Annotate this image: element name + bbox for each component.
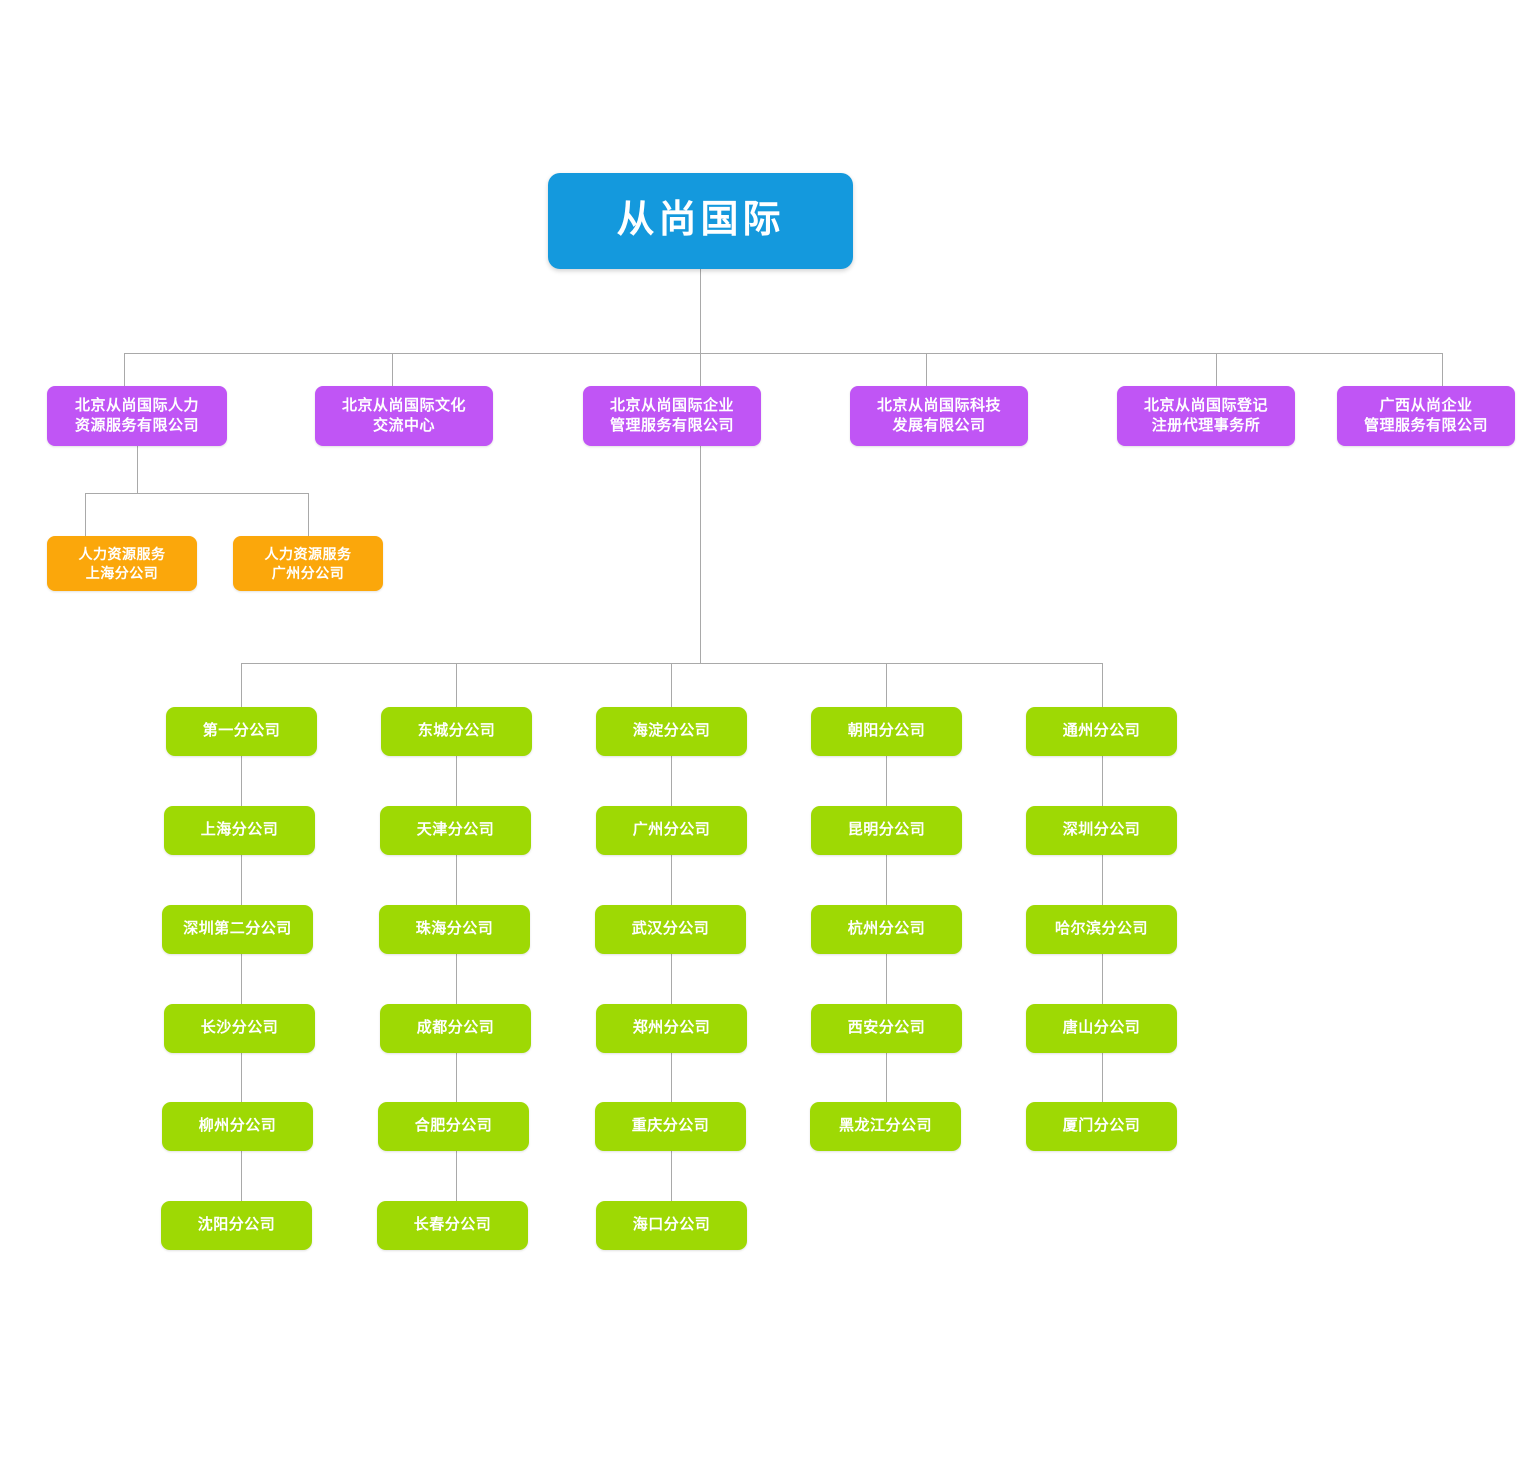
branch-node-c4r2[interactable]: 昆明分公司: [811, 806, 962, 855]
branch-node-c5r3[interactable]: 哈尔滨分公司: [1026, 905, 1177, 954]
branch-node-c3r4[interactable]: 郑州分公司: [596, 1004, 747, 1053]
branch-node-c4r1[interactable]: 朝阳分公司: [811, 707, 962, 756]
branch-node-c1r2[interactable]: 上海分公司: [164, 806, 315, 855]
connector-hr-bus: [85, 493, 309, 494]
branch-node-c5r5[interactable]: 厦门分公司: [1026, 1102, 1177, 1151]
subsidiary-node-1[interactable]: 北京从尚国际人力 资源服务有限公司: [47, 386, 227, 446]
connector-branch-column-2-spine: [456, 663, 457, 1246]
connector-hr-down: [137, 446, 138, 493]
branch-node-c1r1[interactable]: 第一分公司: [166, 707, 317, 756]
subsidiary-node-6[interactable]: 广西从尚企业 管理服务有限公司: [1337, 386, 1515, 446]
connector-hr-branch-2: [308, 493, 309, 536]
branch-node-c3r6[interactable]: 海口分公司: [596, 1201, 747, 1250]
branch-node-c3r2[interactable]: 广州分公司: [596, 806, 747, 855]
connector-root-down: [700, 269, 701, 354]
branch-node-c2r5[interactable]: 合肥分公司: [378, 1102, 529, 1151]
connector-branch-column-3-spine: [671, 663, 672, 1246]
branch-node-c5r1[interactable]: 通州分公司: [1026, 707, 1177, 756]
branch-node-c2r1[interactable]: 东城分公司: [381, 707, 532, 756]
hr-branch-node-2[interactable]: 人力资源服务 广州分公司: [233, 536, 383, 591]
connector-mgmt-down: [700, 446, 701, 663]
branch-node-c1r6[interactable]: 沈阳分公司: [161, 1201, 312, 1250]
hr-branch-node-1[interactable]: 人力资源服务 上海分公司: [47, 536, 197, 591]
branch-node-c2r2[interactable]: 天津分公司: [380, 806, 531, 855]
subsidiary-node-2[interactable]: 北京从尚国际文化 交流中心: [315, 386, 493, 446]
connector-hr-branch-1: [85, 493, 86, 536]
branch-node-c2r3[interactable]: 珠海分公司: [379, 905, 530, 954]
connector-branch-bus: [241, 663, 1103, 664]
connector-branch-column-1-spine: [241, 663, 242, 1246]
branch-node-c4r5[interactable]: 黑龙江分公司: [810, 1102, 961, 1151]
subsidiary-node-4[interactable]: 北京从尚国际科技 发展有限公司: [850, 386, 1028, 446]
subsidiary-node-3[interactable]: 北京从尚国际企业 管理服务有限公司: [583, 386, 761, 446]
branch-node-c2r4[interactable]: 成都分公司: [380, 1004, 531, 1053]
connector-subsidiary-4-down: [926, 353, 927, 386]
branch-node-c5r2[interactable]: 深圳分公司: [1026, 806, 1177, 855]
branch-node-c3r3[interactable]: 武汉分公司: [595, 905, 746, 954]
branch-node-c3r1[interactable]: 海淀分公司: [596, 707, 747, 756]
branch-node-c2r6[interactable]: 长春分公司: [377, 1201, 528, 1250]
root-node[interactable]: 从尚国际: [548, 173, 853, 269]
branch-node-c4r3[interactable]: 杭州分公司: [811, 905, 962, 954]
branch-node-c3r5[interactable]: 重庆分公司: [595, 1102, 746, 1151]
connector-subsidiary-3-down: [700, 353, 701, 386]
branch-node-c1r4[interactable]: 长沙分公司: [164, 1004, 315, 1053]
connector-subsidiary-5-down: [1216, 353, 1217, 386]
connector-subsidiary-2-down: [392, 353, 393, 386]
connector-subsidiary-1-down: [124, 353, 125, 386]
branch-node-c5r4[interactable]: 唐山分公司: [1026, 1004, 1177, 1053]
branch-node-c4r4[interactable]: 西安分公司: [811, 1004, 962, 1053]
subsidiary-node-5[interactable]: 北京从尚国际登记 注册代理事务所: [1117, 386, 1295, 446]
branch-node-c1r5[interactable]: 柳州分公司: [162, 1102, 313, 1151]
connector-subsidiary-6-down: [1442, 353, 1443, 386]
connector-subsidiary-bus: [124, 353, 1442, 354]
branch-node-c1r3[interactable]: 深圳第二分公司: [162, 905, 313, 954]
